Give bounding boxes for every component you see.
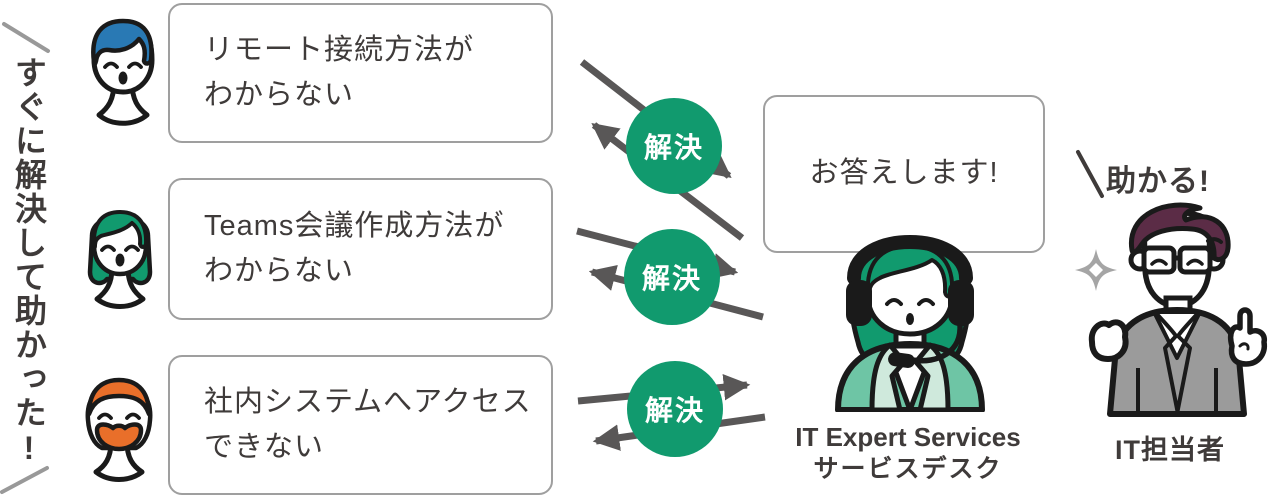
sparkle-icon xyxy=(1075,249,1117,291)
operator-avatar-icon xyxy=(835,235,985,412)
problem-1-line1: リモート接続方法が xyxy=(204,33,475,66)
staff-exclaim-text: 助かる! xyxy=(1106,165,1210,198)
problem-bubble-3: 社内システムへアクセス できない xyxy=(168,355,553,495)
user2-avatar-icon xyxy=(87,210,153,309)
problem-2-line1: Teams会議作成方法が xyxy=(204,209,505,242)
staff-avatar-icon xyxy=(1088,202,1268,417)
headset-mic-boom xyxy=(909,321,963,364)
staff-fist xyxy=(1088,319,1129,362)
service-desk-label-jp: サービスデスク xyxy=(813,455,1003,484)
problem-3-line1: 社内システムへアクセス xyxy=(204,385,532,418)
headset-earcup-left xyxy=(846,280,872,326)
headset-earcup-right xyxy=(948,280,974,326)
problem-1-line2: わからない xyxy=(204,79,355,111)
emphasis-line-exclaim xyxy=(1076,150,1104,198)
problem-2-line2: わからない xyxy=(204,255,355,287)
service-desk-label-en: IT Expert Services xyxy=(795,422,1021,452)
solve-badge-1: 解決 xyxy=(626,98,722,194)
problem-bubble-1: リモート接続方法が わからない xyxy=(168,3,553,143)
solve-badge-3: 解決 xyxy=(627,361,723,457)
solve-badge-2: 解決 xyxy=(624,229,720,325)
service-desk-label: IT Expert Services サービスデスク xyxy=(768,422,1048,486)
answer-bubble-text: お答えします! xyxy=(809,157,999,190)
answer-bubble: お答えします! xyxy=(763,95,1045,253)
user3-avatar-icon xyxy=(85,377,153,482)
user1-avatar-icon xyxy=(91,18,155,126)
emphasis-line-bottom-left xyxy=(0,466,49,494)
headset-band xyxy=(847,235,973,285)
headset-mic xyxy=(888,352,915,368)
problem-3-line2: できない xyxy=(204,431,325,463)
problem-bubble-2: Teams会議作成方法が わからない xyxy=(168,178,553,320)
left-caption: すぐに解決して助かった! xyxy=(11,56,47,468)
staff-pointing-hand xyxy=(1227,307,1268,367)
staff-hair xyxy=(1129,202,1231,263)
staff-label: IT担当者 xyxy=(1115,435,1225,465)
emphasis-line-top-left xyxy=(2,22,50,53)
